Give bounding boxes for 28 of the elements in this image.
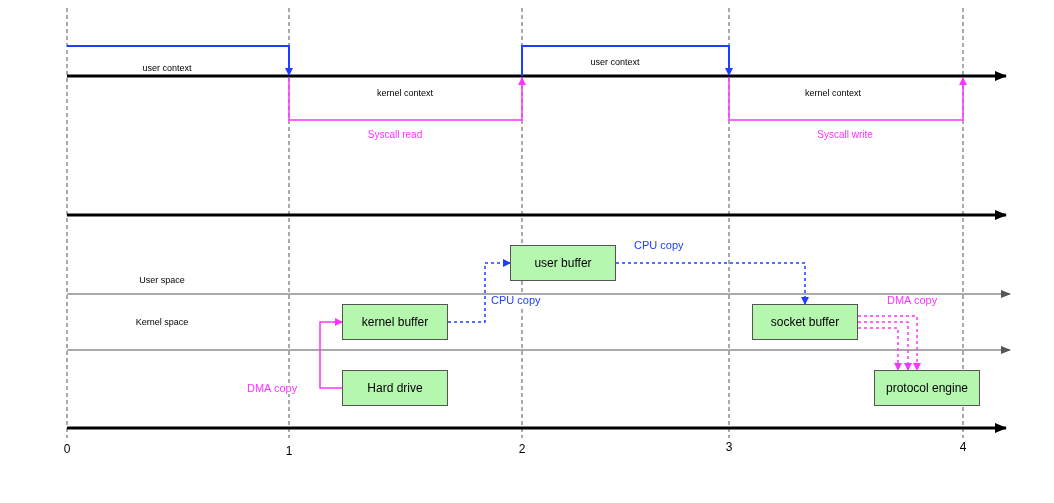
- tick-label: 4: [959, 441, 967, 453]
- text-label: Syscall write: [817, 130, 873, 140]
- tick-label: 2: [518, 443, 526, 455]
- text-label: kernel context: [377, 88, 433, 98]
- arrow: [319, 318, 343, 389]
- text-label: user context: [142, 63, 192, 73]
- buffer-box: Hard drive: [342, 370, 448, 406]
- buffer-box: socket buffer: [752, 304, 858, 340]
- text-label: kernel context: [805, 88, 861, 98]
- arrow: [447, 259, 511, 323]
- arrow: [615, 262, 809, 305]
- buffer-box: user buffer: [510, 245, 616, 281]
- buffer-box: kernel buffer: [342, 304, 448, 340]
- tick-label: 3: [725, 441, 733, 453]
- tick-label: 1: [285, 445, 293, 457]
- buffer-box: protocol engine: [874, 370, 980, 406]
- arrow: [857, 321, 912, 371]
- edge-label: DMA copy: [886, 295, 939, 306]
- text-label: Kernel space: [135, 317, 189, 327]
- arrow: [857, 327, 902, 371]
- text-label: User space: [139, 275, 185, 285]
- edge-label: DMA copy: [246, 383, 299, 394]
- arrow: [857, 315, 921, 371]
- text-label: Syscall read: [367, 130, 423, 140]
- tick-label: 0: [63, 443, 71, 455]
- text-label: user context: [590, 57, 640, 67]
- edge-label: CPU copy: [633, 240, 685, 251]
- edge-label: CPU copy: [490, 295, 542, 306]
